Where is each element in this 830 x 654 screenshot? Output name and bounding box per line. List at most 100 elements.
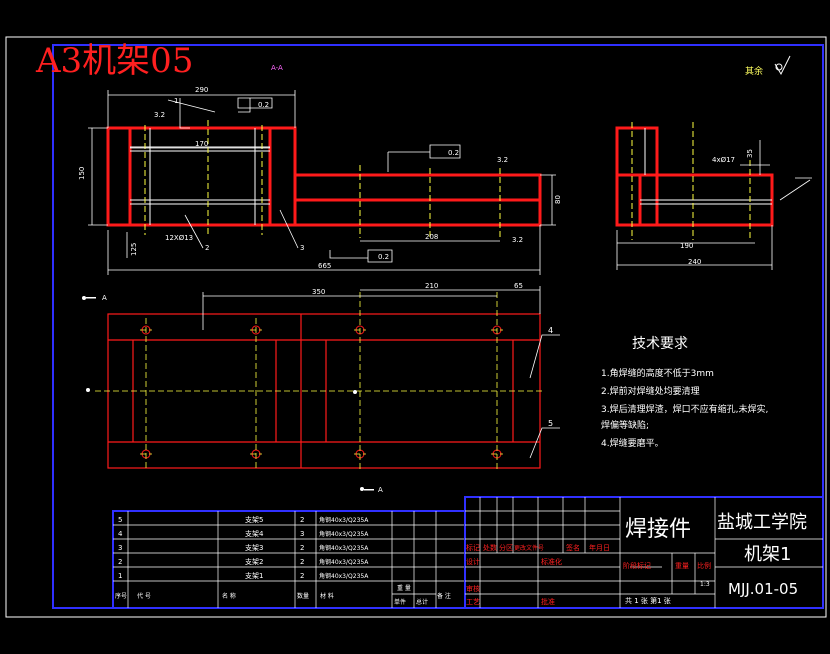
flat-02-a: 0.2 bbox=[258, 101, 269, 109]
drawing-number: MJJ.01-05 bbox=[728, 580, 798, 598]
rough-32-a: 3.2 bbox=[154, 111, 165, 119]
tb-mark: 标记 bbox=[466, 543, 480, 552]
bom-material: 角钢40x3/Q235A bbox=[319, 516, 369, 524]
bom-material: 角钢40x3/Q235A bbox=[319, 544, 369, 552]
balloon-4: 4 bbox=[548, 326, 553, 335]
bom-qty: 3 bbox=[300, 530, 304, 538]
side-view bbox=[615, 122, 812, 270]
tb-change-doc: 更改文件号 bbox=[514, 544, 544, 552]
center-marker-icon bbox=[353, 390, 357, 394]
bom-no: 4 bbox=[118, 530, 123, 538]
tb-design: 设计 bbox=[466, 557, 480, 566]
dim-holes-12: 12XØ13 bbox=[165, 234, 193, 242]
dim-side-240: 240 bbox=[688, 258, 701, 266]
tb-zone: 分区 bbox=[499, 543, 513, 552]
sheet-count: 共 1 张 第1 张 bbox=[625, 596, 671, 605]
bom-no: 5 bbox=[118, 516, 122, 524]
dim-170: 170 bbox=[195, 140, 208, 148]
bom-material: 角钢40x3/Q235A bbox=[319, 572, 369, 580]
flat-02-b: 0.2 bbox=[448, 149, 459, 157]
bom-no: 1 bbox=[118, 572, 122, 580]
centerline-marker-icon bbox=[86, 388, 90, 392]
sheet-label: A3机架05 bbox=[35, 41, 193, 81]
bom-qty: 2 bbox=[300, 558, 304, 566]
balloon-2: 2 bbox=[205, 244, 209, 252]
dim-290: 290 bbox=[195, 86, 208, 94]
dim-125: 125 bbox=[130, 243, 138, 256]
bom-no: 3 bbox=[118, 544, 122, 552]
tb-sign: 签名 bbox=[566, 543, 580, 552]
dim-plan-210: 210 bbox=[425, 282, 438, 290]
roughness-symbol-icon bbox=[774, 55, 791, 76]
bom-header-weight: 重 量 bbox=[397, 584, 411, 592]
bom-name: 支架3 bbox=[245, 543, 263, 552]
title-block bbox=[464, 496, 824, 609]
bom-header-total: 总计 bbox=[416, 598, 428, 606]
view-label-top: A bbox=[102, 294, 107, 302]
dim-665: 665 bbox=[318, 262, 331, 270]
front-view bbox=[106, 120, 542, 238]
bom-name: 支架1 bbox=[245, 571, 263, 580]
title-block-labels: 标记 处数 分区 更改文件号 签名 年月日 设计 标准化 阶段标记 重量 比例 … bbox=[466, 543, 711, 606]
bom-name: 支架2 bbox=[245, 557, 263, 566]
tb-date: 年月日 bbox=[589, 543, 610, 552]
dim-side-35: 35 bbox=[746, 149, 754, 158]
dim-plan-65: 65 bbox=[514, 282, 523, 290]
bom-header-qty: 数量 bbox=[297, 592, 309, 600]
requirement-4: 4.焊缝要磨平。 bbox=[601, 437, 664, 449]
bom-name: 支架5 bbox=[245, 515, 263, 524]
requirement-2: 2.焊前对焊缝处均要清理 bbox=[601, 385, 700, 397]
tb-process: 工艺 bbox=[466, 598, 480, 606]
tb-review: 审核 bbox=[466, 584, 480, 593]
scale-value: 1:3 bbox=[700, 581, 710, 588]
front-dimension-lines bbox=[88, 90, 556, 275]
dim-plan-350: 350 bbox=[312, 288, 325, 296]
bom-material: 角钢40x3/Q235A bbox=[319, 558, 369, 566]
bom-header-note: 备 注 bbox=[437, 592, 451, 600]
rough-32-c: 3.2 bbox=[512, 236, 523, 244]
bom-qty: 2 bbox=[300, 516, 304, 524]
requirement-1: 1.角焊缝的高度不低于3mm bbox=[601, 367, 714, 379]
balloon-5: 5 bbox=[548, 419, 553, 428]
bom-header-material: 材 料 bbox=[320, 592, 334, 600]
requirement-3: 3.焊后清理焊渣，焊口不应有缩孔,未焊实, bbox=[601, 403, 768, 415]
dim-150: 150 bbox=[78, 167, 86, 180]
balloon-1: 1 bbox=[174, 97, 178, 105]
tb-weight: 重量 bbox=[675, 562, 689, 570]
bom-qty: 2 bbox=[300, 544, 304, 552]
bom-no: 2 bbox=[118, 558, 122, 566]
tb-approve: 批准 bbox=[541, 597, 555, 606]
dim-208: 208 bbox=[425, 233, 438, 241]
tb-standard: 标准化 bbox=[541, 557, 562, 566]
section-label: A-A bbox=[271, 64, 283, 72]
tb-stage: 阶段标记 bbox=[623, 561, 651, 570]
dim-side-190: 190 bbox=[680, 242, 693, 250]
school-name: 盐城工学院 bbox=[717, 512, 807, 533]
plan-view bbox=[82, 286, 560, 491]
surface-rest-text: 其余 bbox=[745, 65, 763, 77]
bom-rows: 5 支架5 2 角钢40x3/Q235A 4 支架4 3 角钢40x3/Q235… bbox=[115, 515, 451, 606]
bom-qty: 2 bbox=[300, 572, 304, 580]
flat-02-c: 0.2 bbox=[378, 253, 389, 261]
balloon-3: 3 bbox=[300, 244, 304, 252]
part-name: 机架1 bbox=[744, 544, 791, 565]
bom-header-unit: 单件 bbox=[394, 598, 406, 606]
rough-32-b: 3.2 bbox=[497, 156, 508, 164]
dim-80: 80 bbox=[554, 195, 562, 204]
requirements-title: 技术要求 bbox=[632, 336, 688, 352]
bom-header-code: 代 号 bbox=[137, 592, 151, 600]
dim-side-holes: 4xØ17 bbox=[712, 156, 735, 164]
leader-lines-front bbox=[184, 209, 299, 249]
view-label-bottom: A bbox=[378, 486, 383, 494]
bom-header-name: 名 称 bbox=[222, 592, 236, 600]
outer-border bbox=[5, 36, 827, 618]
view-arrow-bottom-icon bbox=[360, 487, 374, 491]
drawing-type: 焊接件 bbox=[625, 517, 691, 542]
tb-ratio: 比例 bbox=[697, 561, 711, 570]
tb-count: 处数 bbox=[483, 543, 497, 552]
view-arrow-top-icon bbox=[82, 296, 96, 300]
bom-table bbox=[112, 510, 466, 609]
requirement-3b: 焊偏等缺陷; bbox=[601, 419, 649, 431]
bom-header-no: 序号 bbox=[115, 592, 127, 600]
